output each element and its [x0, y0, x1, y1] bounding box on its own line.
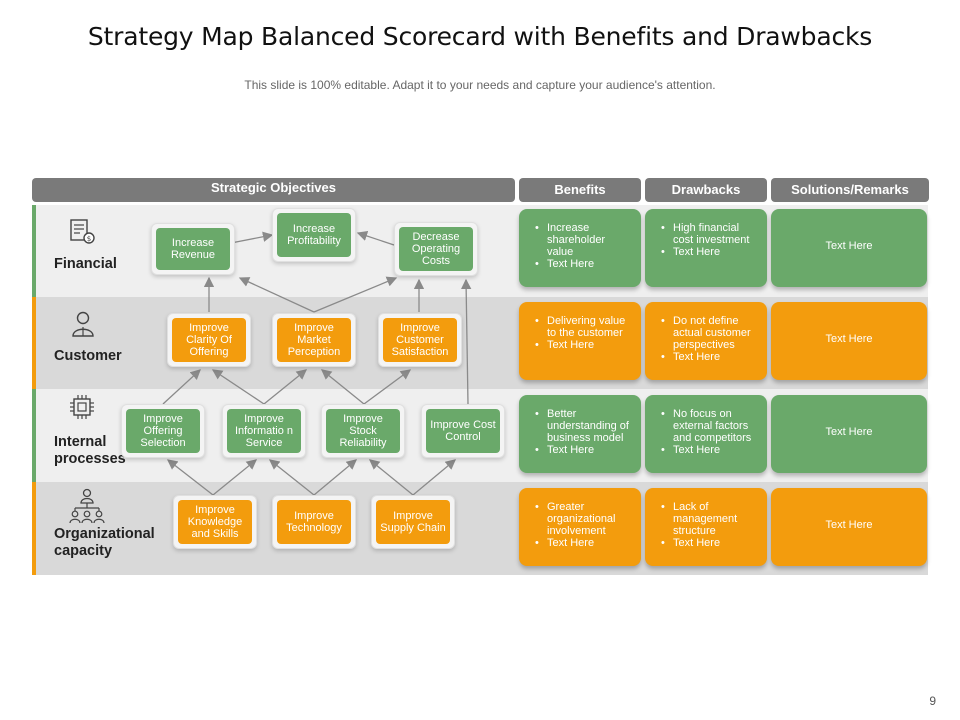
row-accent-financial	[32, 205, 36, 297]
objective-improve-market-perception[interactable]: Improve Market Perception	[272, 313, 356, 367]
objective-label: Decrease Operating Costs	[399, 227, 473, 271]
drawback-card-organizational: Lack of management structureText Here	[645, 488, 767, 566]
objective-label: Increase Revenue	[156, 228, 230, 270]
objective-improve-cost-control[interactable]: Improve Cost Control	[421, 404, 505, 458]
objective-label: Improve Supply Chain	[376, 500, 450, 544]
processor-chip-icon	[70, 395, 94, 419]
objective-label: Improve Technology	[277, 500, 351, 544]
list-item: Text Here	[533, 537, 633, 549]
list-item: Text Here	[659, 246, 759, 258]
objective-improve-information-service[interactable]: Improve Informatio n Service	[222, 404, 306, 458]
list-item: Increase shareholder value	[533, 222, 633, 258]
svg-text:$: $	[87, 235, 91, 243]
list-item: Text Here	[533, 258, 633, 270]
objective-increase-profitability[interactable]: Increase Profitability	[272, 208, 356, 262]
customer-person-icon	[72, 311, 94, 337]
row-label-customer: Customer	[54, 348, 122, 364]
objective-label: Improve Informatio n Service	[227, 409, 301, 453]
page-number: 9	[929, 694, 936, 708]
list-item: Text Here	[659, 351, 759, 363]
remark-card-customer: Text Here	[771, 302, 927, 380]
list-item: Delivering value to the customer	[533, 315, 633, 339]
objective-improve-offering-selection[interactable]: Improve Offering Selection	[121, 404, 205, 458]
objective-label: Improve Clarity Of Offering	[172, 318, 246, 362]
list-item: Better understanding of business model	[533, 408, 633, 444]
benefit-card-financial: Increase shareholder valueText Here	[519, 209, 641, 287]
header-drawbacks: Drawbacks	[645, 178, 767, 202]
list-item: Do not define actual customer perspectiv…	[659, 315, 759, 351]
list-item: No focus on external factors and competi…	[659, 408, 759, 444]
benefit-card-customer: Delivering value to the customerText Her…	[519, 302, 641, 380]
remark-card-organizational: Text Here	[771, 488, 927, 566]
header-solutions: Solutions/Remarks	[771, 178, 929, 202]
objective-label: Increase Profitability	[277, 213, 351, 257]
list-item: Text Here	[533, 444, 633, 456]
objective-improve-technology[interactable]: Improve Technology	[272, 495, 356, 549]
header-benefits: Benefits	[519, 178, 641, 202]
drawback-card-internal: No focus on external factors and competi…	[645, 395, 767, 473]
benefit-card-internal: Better understanding of business modelTe…	[519, 395, 641, 473]
objective-label: Improve Cost Control	[426, 409, 500, 453]
list-item: Greater organizational involvement	[533, 501, 633, 537]
row-label-organizational: Organizational capacity	[54, 526, 155, 559]
row-accent-customer	[32, 297, 36, 389]
list-item: Text Here	[533, 339, 633, 351]
objective-improve-stock-reliability[interactable]: Improve Stock Reliability	[321, 404, 405, 458]
organization-hierarchy-icon	[69, 488, 105, 524]
objective-increase-revenue[interactable]: Increase Revenue	[151, 223, 235, 275]
list-item: High financial cost investment	[659, 222, 759, 246]
drawback-card-customer: Do not define actual customer perspectiv…	[645, 302, 767, 380]
objective-improve-knowledge-and-skills[interactable]: Improve Knowledge and Skills	[173, 495, 257, 549]
financial-document-icon: $	[70, 219, 95, 244]
objective-improve-clarity-of-offering[interactable]: Improve Clarity Of Offering	[167, 313, 251, 367]
remark-card-internal: Text Here	[771, 395, 927, 473]
benefit-card-organizational: Greater organizational involvementText H…	[519, 488, 641, 566]
objective-decrease-operating-costs[interactable]: Decrease Operating Costs	[394, 222, 478, 276]
header-strategic-objectives: Strategic Objectives	[32, 178, 515, 202]
objective-improve-customer-satisfaction[interactable]: Improve Customer Satisfaction	[378, 313, 462, 367]
row-accent-internal	[32, 389, 36, 482]
page-title: Strategy Map Balanced Scorecard with Ben…	[87, 22, 873, 51]
list-item: Text Here	[659, 537, 759, 549]
objective-label: Improve Knowledge and Skills	[178, 500, 252, 544]
objective-label: Improve Offering Selection	[126, 409, 200, 453]
row-label-financial: Financial	[54, 256, 117, 272]
remark-card-financial: Text Here	[771, 209, 927, 287]
list-item: Lack of management structure	[659, 501, 759, 537]
objective-improve-supply-chain[interactable]: Improve Supply Chain	[371, 495, 455, 549]
page-subtitle: This slide is 100% editable. Adapt it to…	[244, 78, 716, 92]
list-item: Text Here	[659, 444, 759, 456]
objective-label: Improve Customer Satisfaction	[383, 318, 457, 362]
drawback-card-financial: High financial cost investmentText Here	[645, 209, 767, 287]
objective-label: Improve Stock Reliability	[326, 409, 400, 453]
row-label-internal: Internal processes	[54, 434, 126, 467]
row-accent-organizational	[32, 482, 36, 575]
objective-label: Improve Market Perception	[277, 318, 351, 362]
